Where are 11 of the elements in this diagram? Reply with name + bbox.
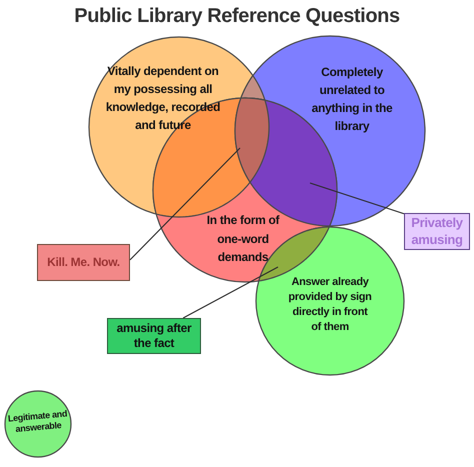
category-label: Completely unrelated to anything in the library — [310, 64, 394, 135]
callout-box: Privately amusing — [404, 213, 470, 250]
diagram-title: Public Library Reference Questions — [74, 5, 400, 28]
callout-box: Kill. Me. Now. — [37, 244, 130, 281]
leader-line — [130, 148, 240, 260]
callout-box: amusing after the fact — [107, 318, 201, 354]
leader-line — [310, 182, 404, 214]
overlap-region — [234, 97, 270, 183]
category-label: Legitimate and answerable — [6, 408, 68, 436]
category-label: Answer already provided by sign directly in front of them — [287, 275, 373, 335]
category-label: In the form of one-word demands — [206, 212, 280, 266]
